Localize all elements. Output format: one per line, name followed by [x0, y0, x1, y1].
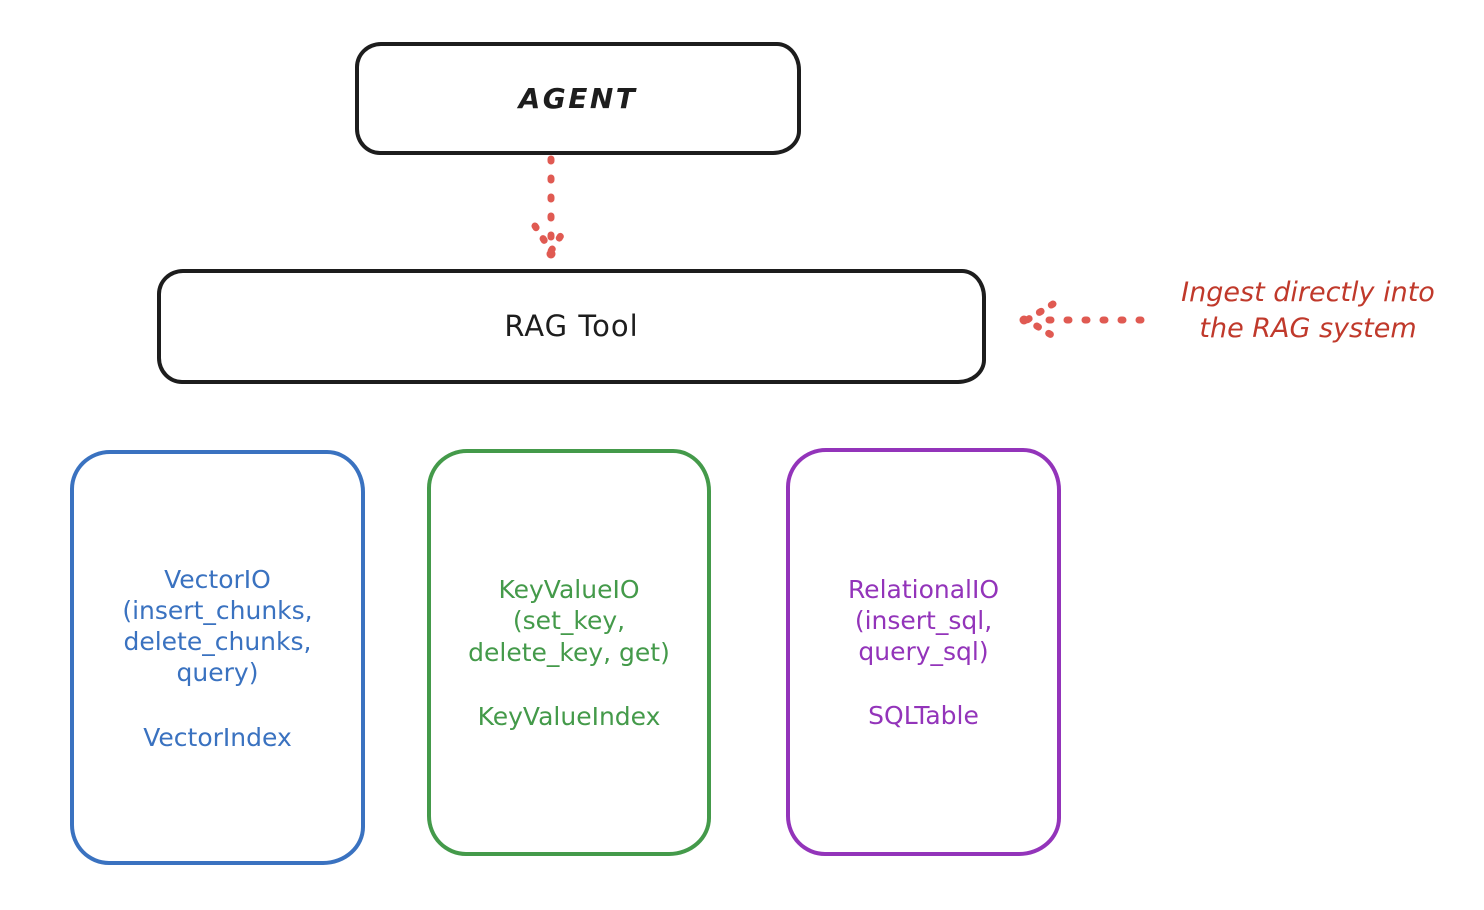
ingest-to-rag-tool-arrow	[1015, 290, 1145, 350]
rag-tool-node-label: RAG Tool	[504, 309, 639, 344]
ingest-annotation-label: Ingest directly into the RAG system	[1181, 277, 1435, 345]
relational-io-node-sublabel: SQLTable	[868, 701, 979, 731]
rag-tool-node[interactable]: RAG Tool	[157, 269, 986, 384]
key-value-io-node-sublabel: KeyValueIndex	[477, 701, 661, 731]
key-value-io-node[interactable]: KeyValueIO (set_key, delete_key, get) Ke…	[427, 449, 711, 856]
relational-io-node[interactable]: RelationalIO (insert_sql, query_sql) SQL…	[786, 448, 1061, 856]
vector-io-node-label: VectorIO (insert_chunks, delete_chunks, …	[122, 564, 313, 688]
agent-to-rag-tool-arrow	[505, 155, 605, 275]
key-value-io-node-label: KeyValueIO (set_key, delete_key, get)	[468, 575, 670, 667]
vector-io-node-sublabel: VectorIndex	[143, 722, 292, 752]
agent-node[interactable]: AGENT	[355, 42, 801, 155]
agent-node-label: AGENT	[518, 81, 638, 115]
vector-io-node[interactable]: VectorIO (insert_chunks, delete_chunks, …	[70, 450, 365, 865]
relational-io-node-label: RelationalIO (insert_sql, query_sql)	[847, 574, 1000, 667]
